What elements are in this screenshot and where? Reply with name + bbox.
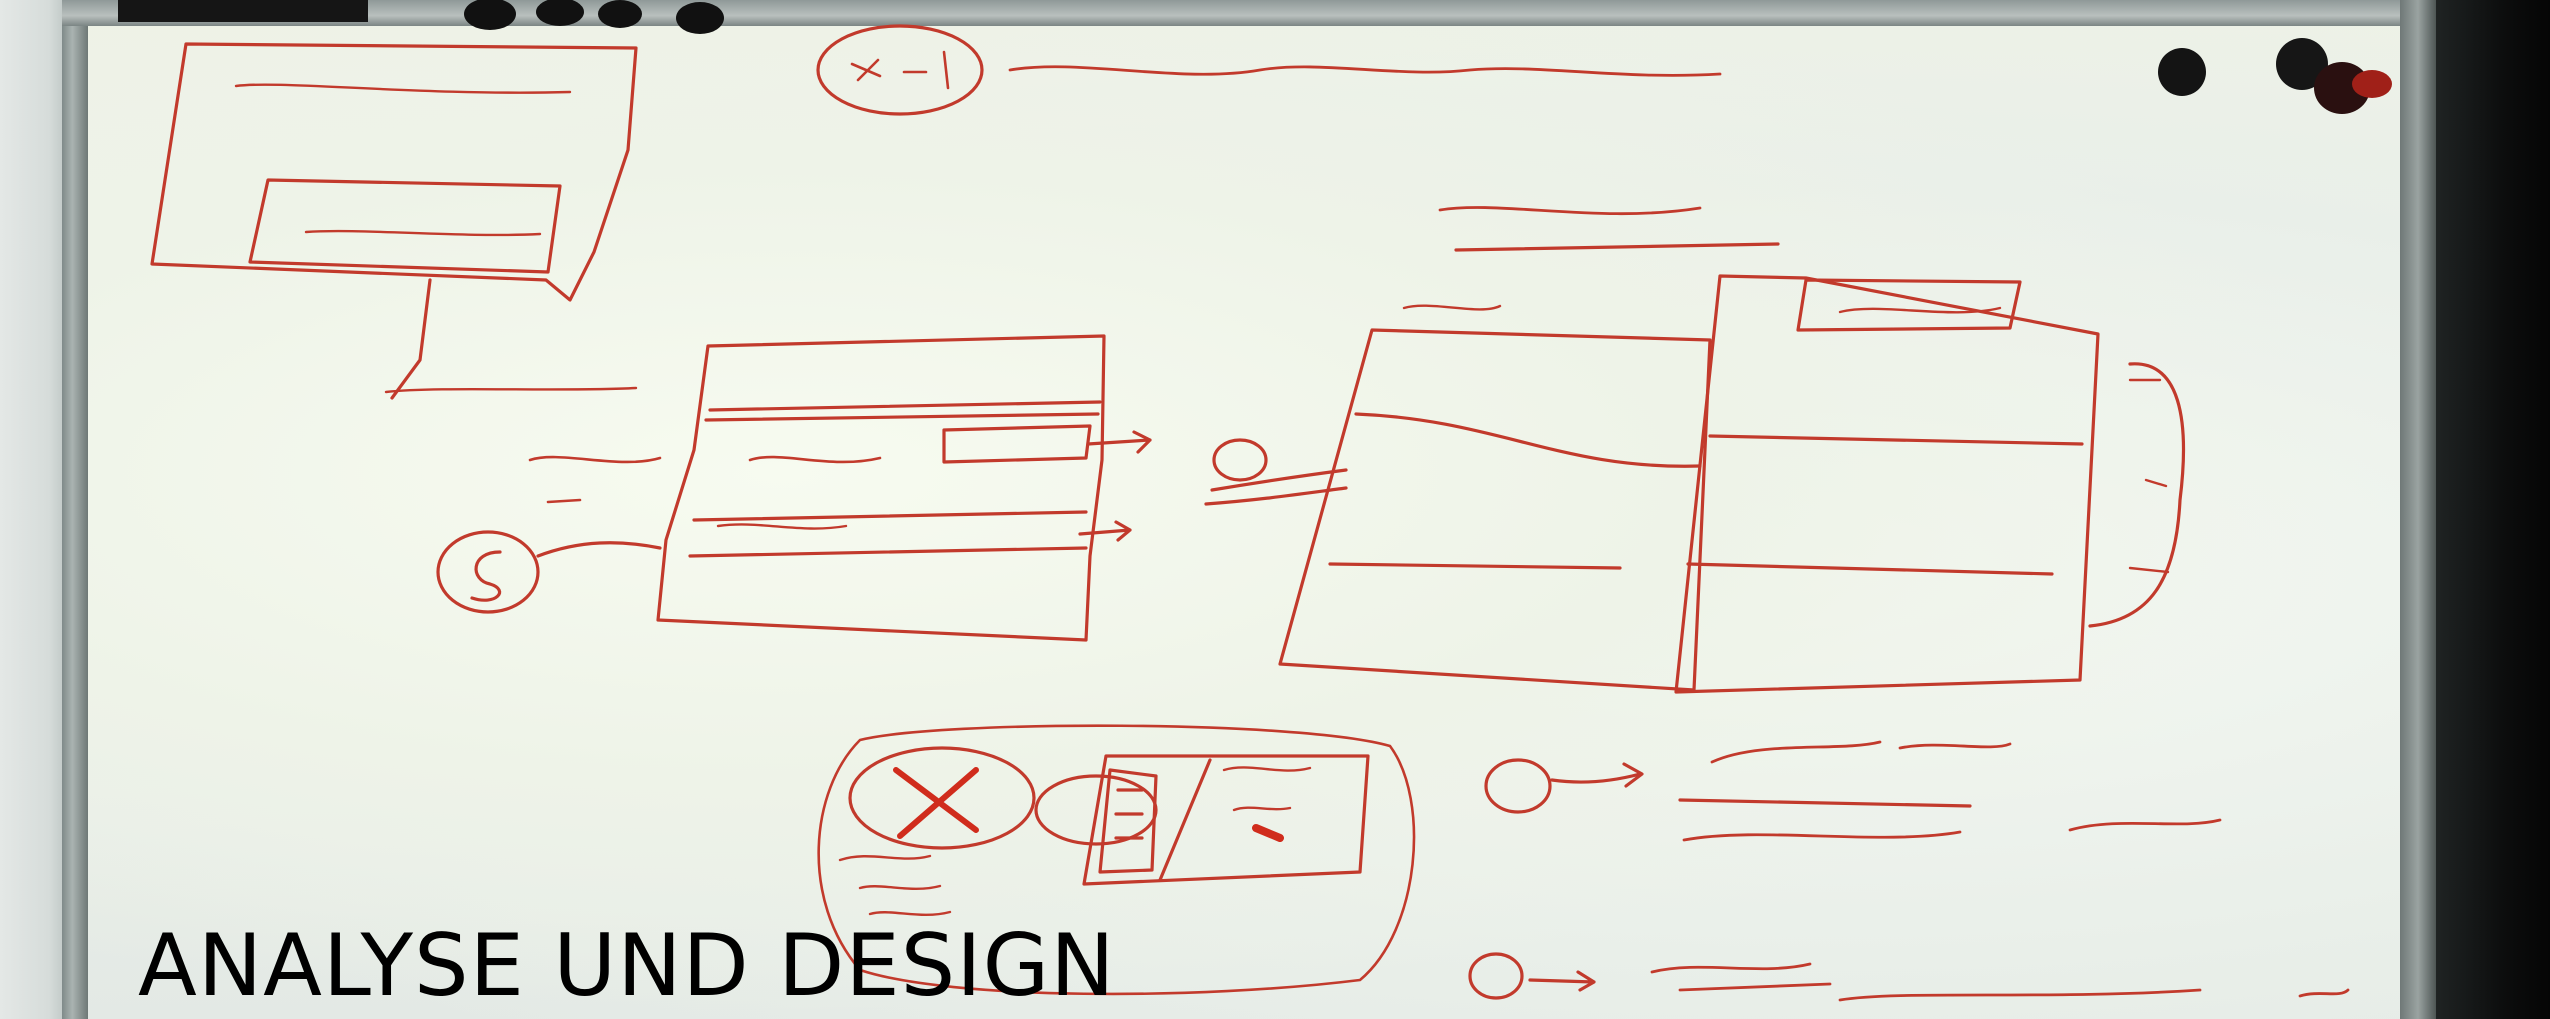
magnets bbox=[464, 0, 2392, 114]
magnet bbox=[2276, 38, 2328, 90]
magnet bbox=[598, 0, 642, 28]
whiteboard-frame-top bbox=[62, 0, 2442, 26]
layout-title-scribble bbox=[1438, 206, 1702, 216]
bottom-cloud bbox=[817, 724, 1416, 996]
layout-title-underline bbox=[1454, 242, 1780, 252]
side-bracket bbox=[2088, 362, 2186, 628]
circled-number bbox=[436, 530, 540, 614]
layout-sketch-left bbox=[1278, 328, 1712, 692]
layout-header-box bbox=[1796, 278, 2022, 332]
whiteboard-frame-left bbox=[62, 0, 88, 1019]
window-sketch bbox=[1082, 754, 1370, 886]
wall-left bbox=[0, 0, 70, 1019]
note-scribble bbox=[1710, 740, 2012, 764]
side-label-scribble bbox=[528, 455, 662, 464]
magnet bbox=[464, 0, 516, 30]
arrow bbox=[1086, 430, 1152, 454]
magnet bbox=[2158, 48, 2206, 96]
dialog-sketch-outer bbox=[150, 42, 638, 302]
whiteboard-surface bbox=[88, 26, 2400, 1019]
note-scribble bbox=[1650, 962, 2350, 1002]
connector-line bbox=[536, 541, 662, 558]
connector-line bbox=[390, 278, 432, 400]
magnet bbox=[2314, 62, 2370, 114]
magnet bbox=[676, 2, 724, 34]
circled-number bbox=[1468, 952, 1524, 1000]
circled-x bbox=[848, 746, 1036, 850]
black-tape-strip bbox=[118, 0, 368, 22]
arrow bbox=[1078, 520, 1132, 542]
circled-label bbox=[816, 24, 984, 116]
sketch-lines bbox=[150, 24, 2350, 1002]
circled-number bbox=[1212, 438, 1268, 482]
dark-wall-right bbox=[2436, 0, 2550, 1019]
whiteboard-frame-right bbox=[2400, 0, 2436, 1019]
magnet bbox=[536, 0, 584, 26]
magnet-highlight bbox=[2352, 70, 2392, 98]
note-scribble bbox=[1682, 818, 2222, 842]
circled-number bbox=[1484, 758, 1552, 814]
caption-title: ANALYSE UND DESIGN bbox=[138, 916, 1116, 1016]
heading-scribble bbox=[1008, 65, 1722, 77]
layout-sketch-right bbox=[1674, 274, 2100, 694]
list-sketch-outer bbox=[656, 334, 1106, 642]
dialog-sketch-inner bbox=[248, 178, 562, 274]
